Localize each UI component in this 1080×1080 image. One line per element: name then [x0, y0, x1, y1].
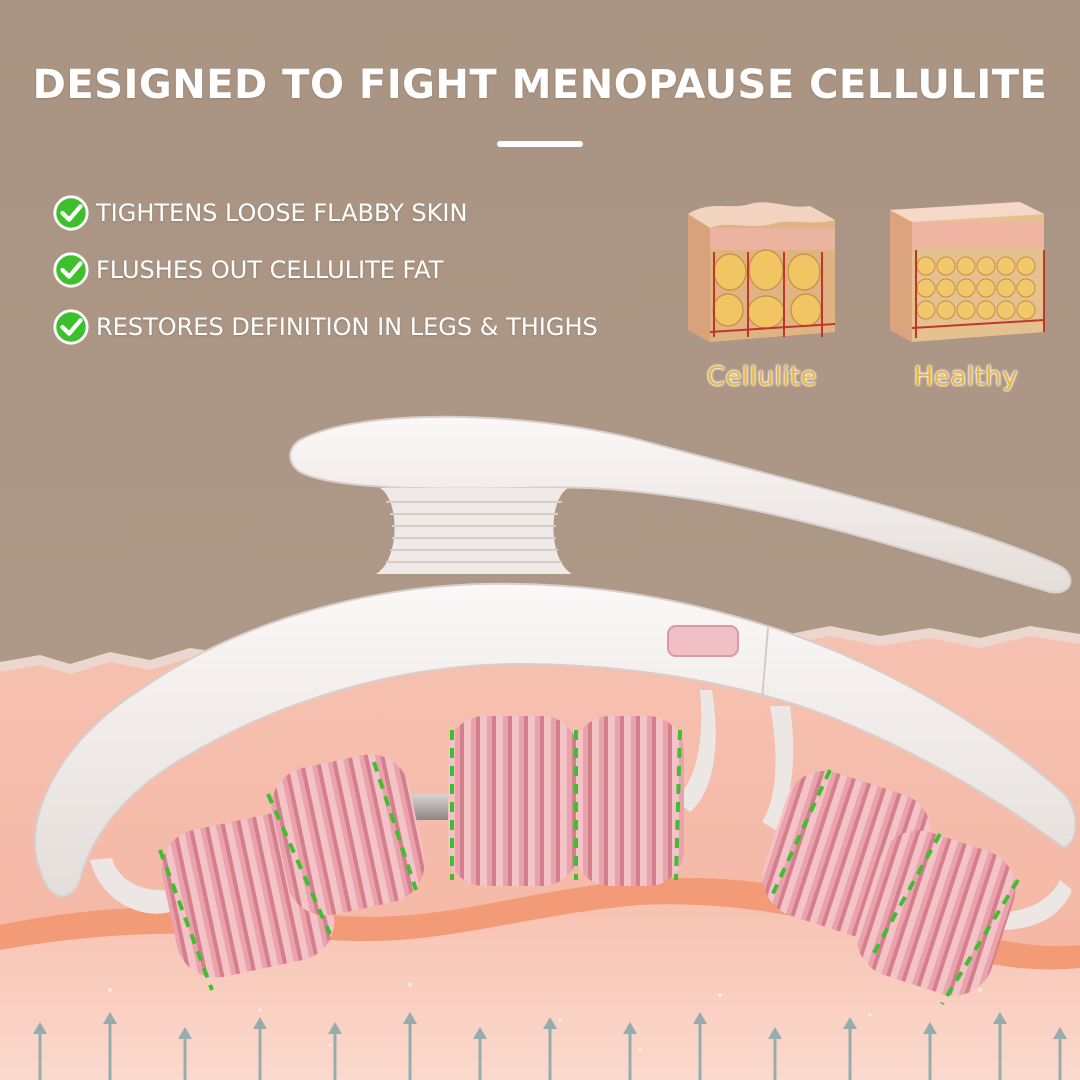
benefit-item: TIGHTENS LOOSE FLABBY SKIN — [52, 194, 692, 232]
benefits-list: TIGHTENS LOOSE FLABBY SKIN FLUSHES OUT C… — [52, 194, 692, 365]
power-button — [667, 625, 739, 657]
headline: DESIGNED TO FIGHT MENOPAUSE CELLULITE — [32, 62, 1048, 108]
roller — [271, 754, 425, 916]
healthy-skin-illustration — [886, 192, 1046, 352]
benefit-item: RESTORES DEFINITION IN LEGS & THIGHS — [52, 308, 692, 346]
cellulite-label: Cellulite — [706, 362, 818, 392]
check-circle-icon — [53, 309, 89, 345]
roller — [448, 716, 578, 886]
check-circle-icon — [53, 252, 89, 288]
headline-underline — [497, 141, 583, 147]
check-circle-icon — [53, 195, 89, 231]
roller — [574, 716, 684, 886]
benefit-text: RESTORES DEFINITION IN LEGS & THIGHS — [96, 313, 598, 341]
benefit-text: TIGHTENS LOOSE FLABBY SKIN — [96, 199, 468, 227]
benefit-text: FLUSHES OUT CELLULITE FAT — [96, 256, 444, 284]
healthy-label: Healthy — [913, 362, 1019, 392]
roller — [856, 830, 1016, 996]
benefit-item: FLUSHES OUT CELLULITE FAT — [52, 251, 692, 289]
cellulite-skin-illustration — [680, 192, 840, 352]
